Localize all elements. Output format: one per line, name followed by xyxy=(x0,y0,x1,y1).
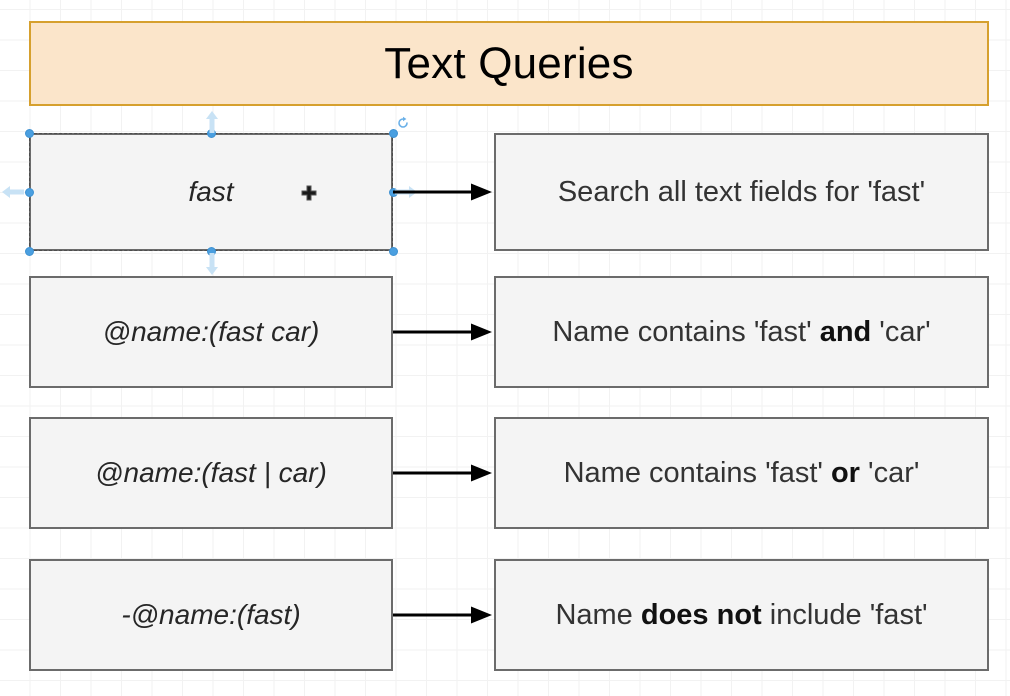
description-label-4: Name does not include 'fast' xyxy=(555,598,928,631)
query-label-3: @name:(fast | car) xyxy=(95,457,327,488)
description-label-1: Search all text fields for 'fast' xyxy=(557,175,926,208)
description-box-4[interactable]: Name does not include 'fast' xyxy=(494,559,989,671)
query-label-2: @name:(fast car) xyxy=(102,316,320,347)
description-label-2: Name contains 'fast' and 'car' xyxy=(552,315,931,348)
title-box[interactable]: Text Queries xyxy=(29,21,989,106)
rotate-icon[interactable] xyxy=(396,116,410,130)
selection-handle-bottom-left[interactable] xyxy=(25,247,34,256)
description-label-3: Name contains 'fast' or 'car' xyxy=(563,456,920,489)
query-box-3[interactable]: @name:(fast | car) xyxy=(29,417,393,529)
query-box-2[interactable]: @name:(fast car) xyxy=(29,276,393,388)
connector-arrow-2 xyxy=(393,320,495,344)
description-box-2[interactable]: Name contains 'fast' and 'car' xyxy=(494,276,989,388)
selection-handle-middle-left[interactable] xyxy=(25,188,34,197)
selection-handle-middle-right[interactable] xyxy=(389,188,398,197)
description-box-3[interactable]: Name contains 'fast' or 'car' xyxy=(494,417,989,529)
selection-handle-bottom-right[interactable] xyxy=(389,247,398,256)
connector-arrow-3 xyxy=(393,461,495,485)
title-label: Text Queries xyxy=(384,38,634,88)
selection-handle-top-left[interactable] xyxy=(25,129,34,138)
selection-handle-bottom-center[interactable] xyxy=(207,247,216,256)
connector-arrow-1 xyxy=(393,180,495,204)
description-box-1[interactable]: Search all text fields for 'fast' xyxy=(494,133,989,251)
connector-arrow-4 xyxy=(393,603,495,627)
query-box-1[interactable]: fast xyxy=(29,133,393,251)
selection-handle-top-right[interactable] xyxy=(389,129,398,138)
query-label-1: fast xyxy=(188,176,234,207)
arrow-left-icon[interactable] xyxy=(1,184,25,200)
query-box-4[interactable]: -@name:(fast) xyxy=(29,559,393,671)
selection-handle-top-center[interactable] xyxy=(207,129,216,138)
query-label-4: -@name:(fast) xyxy=(121,599,301,630)
